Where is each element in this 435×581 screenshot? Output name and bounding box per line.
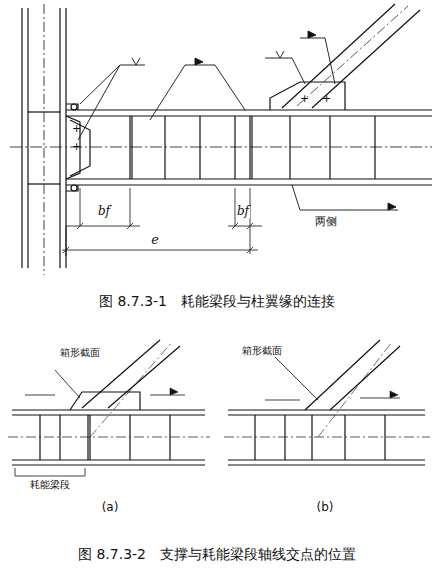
part-label: 耗能梁段 [29, 479, 71, 490]
brace: + + [270, 4, 420, 110]
detail-a [8, 340, 210, 476]
svg-text:+: + [72, 140, 81, 153]
figure-caption: 图 8.7.3-2 支撑与耗能梁段轴线交点的位置 [77, 547, 357, 562]
section-label: 箱形截面 [241, 345, 283, 356]
dimension-label: bf [97, 205, 111, 218]
figure-caption: 图 8.7.3-1 耗能梁段与柱翼缘的连接 [98, 294, 336, 309]
weld-note: 两侧 [314, 216, 338, 228]
weld-symbols [78, 31, 398, 210]
sub-figure-label: (b) [316, 501, 335, 514]
section-label: 箱形截面 [59, 347, 101, 358]
dimension-label: e [150, 233, 160, 247]
svg-text:+: + [322, 92, 331, 105]
beam: + + [10, 104, 432, 191]
column [22, 4, 66, 275]
svg-text:+: + [72, 122, 81, 135]
detail-b [224, 340, 430, 465]
sub-figure-label: (a) [101, 501, 120, 514]
dimension-label: bf [236, 205, 250, 218]
svg-text:+: + [300, 92, 309, 105]
dimension-lines [62, 188, 262, 256]
